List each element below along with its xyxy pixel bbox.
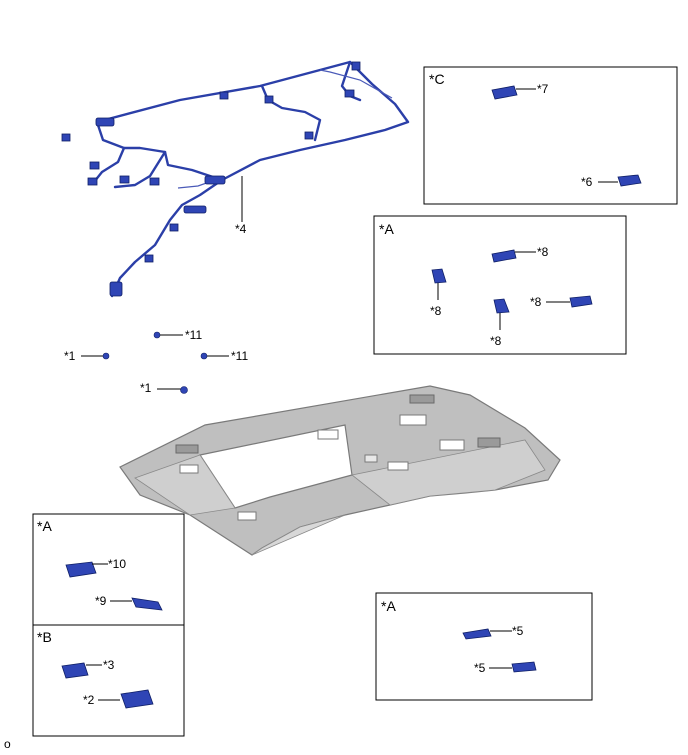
clip-11-top xyxy=(153,331,161,339)
box-a-right-label: *A xyxy=(381,598,396,614)
clip-1-lower xyxy=(180,386,188,394)
box-a-top-label: *A xyxy=(379,221,394,237)
callout-part10: *10 xyxy=(108,557,126,571)
callout-clip1-lower: *1 xyxy=(140,381,152,395)
part-9 xyxy=(131,597,163,611)
callout-part8-d: *8 xyxy=(490,334,502,348)
callout-part5-b: *5 xyxy=(474,661,486,675)
part-8-d xyxy=(493,298,510,314)
part-6 xyxy=(617,174,642,187)
callout-part8-b: *8 xyxy=(430,304,442,318)
clip-11-right xyxy=(200,352,208,360)
callout-clip1-left: *1 xyxy=(64,349,76,363)
part-5-a xyxy=(462,628,492,640)
callout-part7: *7 xyxy=(537,82,549,96)
roof-headliner xyxy=(119,385,561,556)
roof-wire-harness xyxy=(61,60,410,298)
part-5-b xyxy=(511,661,537,673)
box-a-left-label: *A xyxy=(37,518,52,534)
callout-part6: *6 xyxy=(581,175,593,189)
callout-part9: *9 xyxy=(95,594,107,608)
part-7 xyxy=(491,85,518,100)
part-2 xyxy=(120,689,154,709)
box-a-right xyxy=(375,592,593,701)
part-10 xyxy=(65,561,97,578)
part-8-c xyxy=(569,295,593,308)
callout-part2: *2 xyxy=(83,693,95,707)
box-c-label: *C xyxy=(429,71,445,87)
box-b-left-label: *B xyxy=(37,629,52,645)
callout-harness: *4 xyxy=(235,222,247,236)
part-8-b xyxy=(431,268,447,284)
callout-clip11-top: *11 xyxy=(185,328,202,342)
footer-code: o xyxy=(4,737,11,751)
box-a-top xyxy=(373,215,627,355)
part-8-a xyxy=(491,249,517,263)
part-3 xyxy=(61,662,89,679)
callout-part3: *3 xyxy=(103,658,115,672)
box-c-top xyxy=(423,66,678,205)
callout-part8-a: *8 xyxy=(537,245,549,259)
callout-part5-a: *5 xyxy=(512,624,524,638)
clip-1-left xyxy=(102,352,110,360)
callout-clip11-right: *11 xyxy=(231,349,248,363)
callout-part8-c: *8 xyxy=(530,295,542,309)
